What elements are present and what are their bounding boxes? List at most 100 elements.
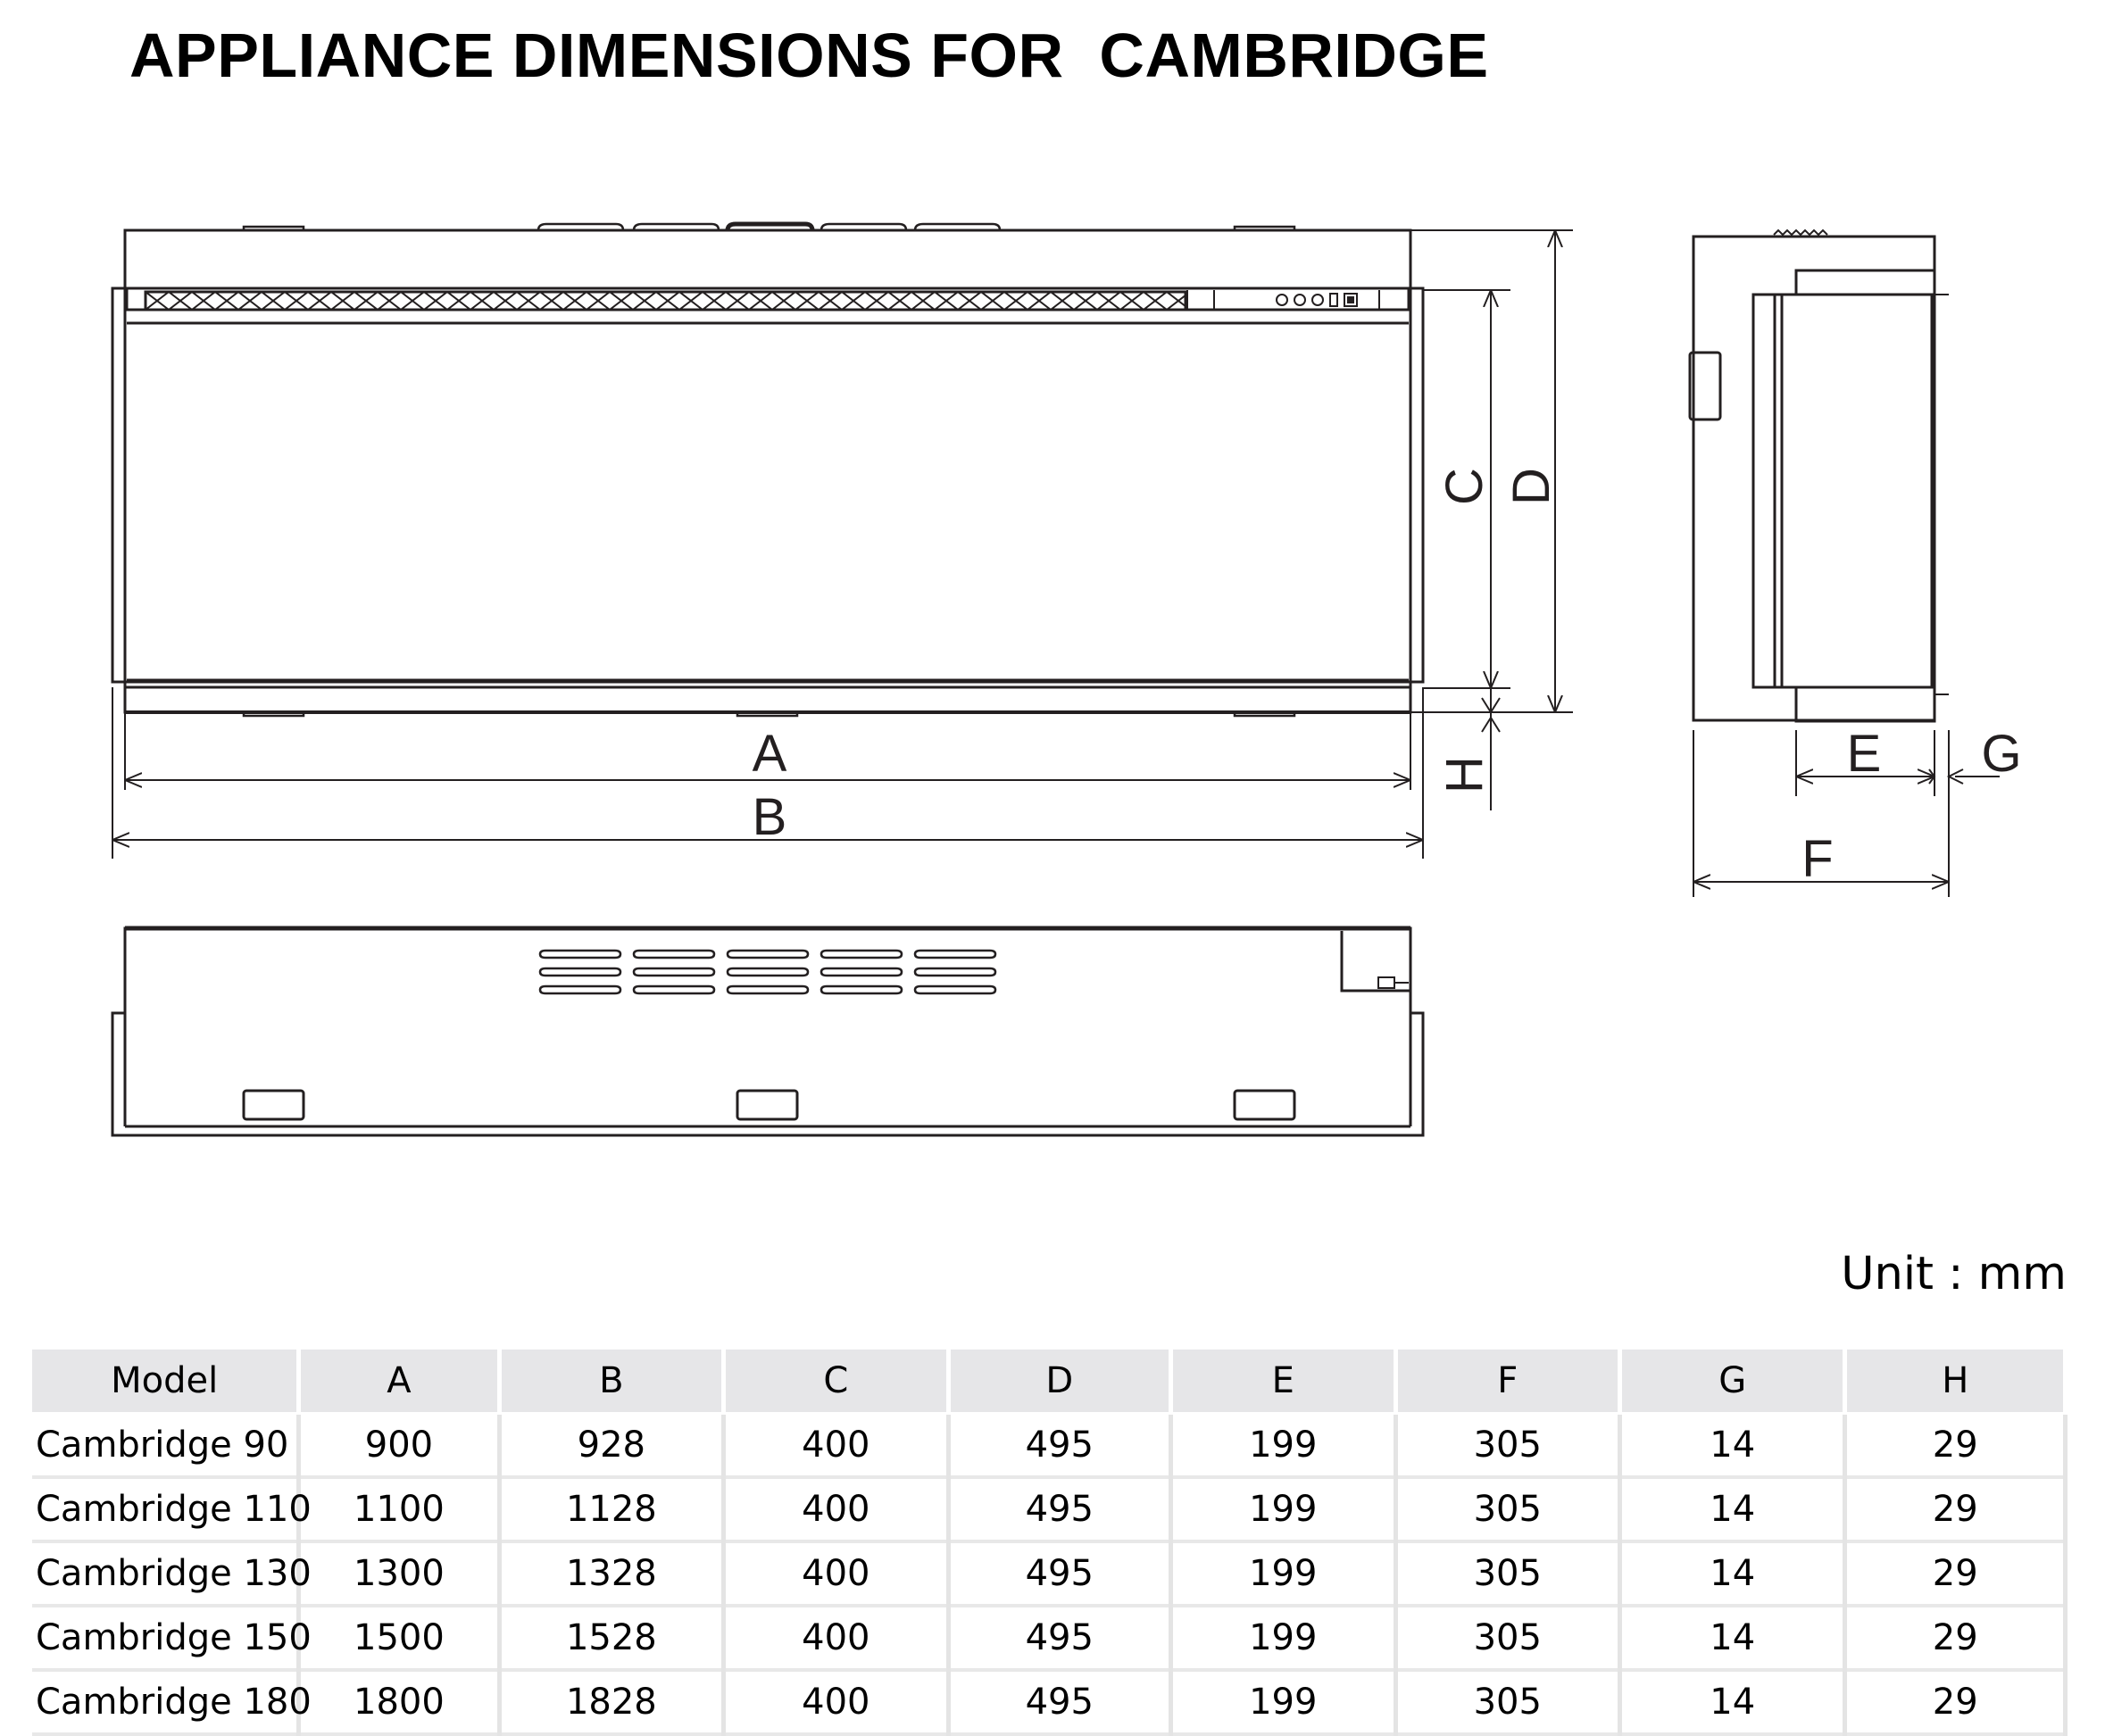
table-header-cell: Model	[32, 1350, 302, 1415]
top-view	[111, 926, 1425, 1137]
vent-slot	[538, 967, 622, 977]
dimension-value-cell: 199	[1170, 1606, 1398, 1672]
dimension-a-label: A	[753, 725, 787, 783]
dimension-value-cell: 199	[1170, 1670, 1398, 1736]
dimension-f-label: F	[1801, 830, 1833, 888]
vent-slot	[913, 984, 997, 995]
side-bottom-lip	[1794, 685, 1936, 723]
dimension-value-cell: 29	[1844, 1477, 2068, 1543]
dimension-value-cell: 199	[1170, 1413, 1398, 1479]
table-header-cell: E	[1170, 1350, 1398, 1415]
dimension-value-cell: 1100	[298, 1477, 502, 1543]
dimension-value-cell: 400	[723, 1413, 951, 1479]
dimension-d-label: D	[1502, 468, 1560, 505]
vent-slot	[632, 949, 716, 959]
dimension-value-cell: 400	[723, 1670, 951, 1736]
dimension-value-cell: 1528	[499, 1606, 727, 1672]
model-name-cell: Cambridge 90	[32, 1413, 302, 1479]
dimension-value-cell: 495	[948, 1670, 1174, 1736]
dimension-value-cell: 14	[1619, 1477, 1848, 1543]
table-header-cell: G	[1619, 1350, 1848, 1415]
front-surround-frame	[111, 287, 1425, 684]
front-view	[111, 221, 1425, 718]
dimension-value-cell: 1128	[499, 1477, 727, 1543]
table-header-cell: F	[1395, 1350, 1623, 1415]
vent-slot	[820, 984, 903, 995]
dimension-value-cell: 29	[1844, 1541, 2068, 1607]
dimension-value-cell: 14	[1619, 1541, 1848, 1607]
dimension-g-label: G	[1981, 725, 2021, 783]
dimension-value-cell: 305	[1395, 1413, 1623, 1479]
side-body	[1692, 235, 1936, 722]
dimension-value-cell: 900	[298, 1413, 502, 1479]
table-header-cell: A	[298, 1350, 502, 1415]
vent-slot	[820, 949, 903, 959]
dimension-value-cell: 495	[948, 1541, 1174, 1607]
dimension-value-cell: 400	[723, 1541, 951, 1607]
table-header-cell: D	[948, 1350, 1174, 1415]
dimension-value-cell: 14	[1619, 1413, 1848, 1479]
table-header-cell: H	[1844, 1350, 2068, 1415]
table-header-row: Model A B C D E F G H	[32, 1350, 2068, 1415]
dimension-b-label: B	[753, 788, 787, 846]
dimension-value-cell: 1300	[298, 1541, 502, 1607]
side-view	[1688, 228, 1949, 723]
dimension-value-cell: 199	[1170, 1477, 1398, 1543]
appliance-technical-drawing: A B C D H E G F	[111, 221, 2022, 1137]
dimension-value-cell: 495	[948, 1606, 1174, 1672]
vent-slot	[913, 967, 997, 977]
vent-slot	[913, 949, 997, 959]
model-name-cell: Cambridge 180	[32, 1670, 312, 1736]
top-vent-tabs	[242, 221, 1296, 231]
dimension-e-label: E	[1847, 725, 1882, 783]
side-top-lip	[1794, 269, 1936, 296]
dimension-value-cell: 29	[1844, 1670, 2068, 1736]
vent-slot	[538, 949, 622, 959]
vent-slot	[726, 984, 810, 995]
dimension-value-cell: 1328	[499, 1541, 727, 1607]
dimension-value-cell: 305	[1395, 1606, 1623, 1672]
model-name-cell: Cambridge 110	[32, 1477, 312, 1543]
dimension-value-cell: 29	[1844, 1606, 2068, 1672]
side-dimension-lines	[1693, 730, 2000, 897]
dimension-value-cell: 495	[948, 1413, 1174, 1479]
dimension-value-cell: 1828	[499, 1670, 727, 1736]
vent-slot	[726, 967, 810, 977]
bottom-feet	[242, 712, 1296, 718]
dimension-value-cell: 199	[1170, 1541, 1398, 1607]
front-dimension-lines	[112, 229, 1573, 859]
dimension-value-cell: 1800	[298, 1670, 502, 1736]
dimension-value-cell: 29	[1844, 1413, 2068, 1479]
vent-slot	[820, 967, 903, 977]
dimension-value-cell: 14	[1619, 1670, 1848, 1736]
side-bracket	[1688, 351, 1722, 421]
dimension-value-cell: 928	[499, 1413, 727, 1479]
vent-slot	[726, 949, 810, 959]
dimension-value-cell: 495	[948, 1477, 1174, 1543]
dimension-value-cell: 1500	[298, 1606, 502, 1672]
vent-slot	[632, 984, 716, 995]
vent-slot	[632, 967, 716, 977]
vent-slot	[538, 984, 622, 995]
dimension-c-label: C	[1435, 468, 1493, 505]
dimension-value-cell: 14	[1619, 1606, 1848, 1672]
side-panel	[1773, 293, 1934, 689]
control-buttons-icon	[1276, 293, 1358, 307]
model-name-cell: Cambridge 130	[32, 1541, 312, 1607]
dimension-value-cell: 305	[1395, 1477, 1623, 1543]
dimension-value-cell: 400	[723, 1606, 951, 1672]
dimension-value-cell: 305	[1395, 1670, 1623, 1736]
table-header-cell: C	[723, 1350, 951, 1415]
top-vent-slots	[538, 949, 997, 995]
dimension-value-cell: 305	[1395, 1541, 1623, 1607]
dimension-value-cell: 400	[723, 1477, 951, 1543]
dimension-h-label: H	[1435, 756, 1493, 793]
table-header-cell: B	[499, 1350, 727, 1415]
unit-label: Unit : mm	[1841, 1248, 2067, 1300]
